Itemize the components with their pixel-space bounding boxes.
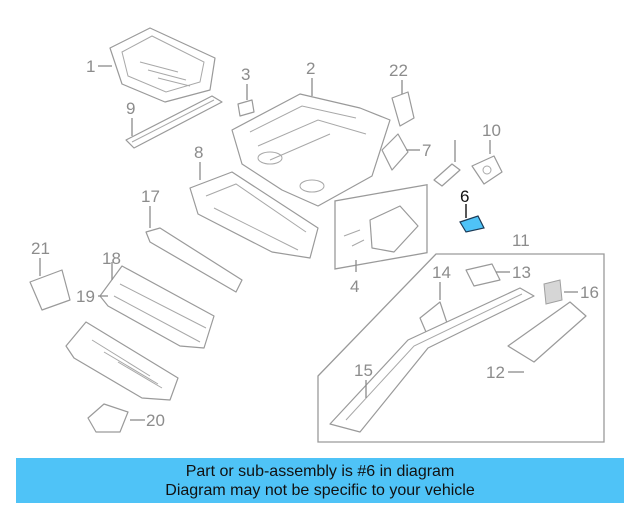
part-10-bracket[interactable] bbox=[471, 155, 503, 185]
info-banner: Part or sub-assembly is #6 in diagram Di… bbox=[16, 458, 624, 503]
callout-1[interactable]: 1 bbox=[86, 57, 95, 76]
part-5-bracket[interactable] bbox=[433, 163, 461, 187]
callout-11[interactable]: 11 bbox=[512, 231, 530, 250]
part-12-rail[interactable] bbox=[507, 301, 587, 363]
callout-15[interactable]: 15 bbox=[354, 361, 373, 380]
part-9-rail[interactable] bbox=[125, 95, 223, 149]
banner-line-2: Diagram may not be specific to your vehi… bbox=[165, 482, 475, 499]
part-4-bracket-assembly[interactable] bbox=[343, 205, 419, 253]
callout-16[interactable]: 16 bbox=[580, 283, 599, 302]
callout-20[interactable]: 20 bbox=[146, 411, 165, 430]
callout-19[interactable]: 19 bbox=[76, 287, 95, 306]
part-22-bracket[interactable] bbox=[391, 91, 415, 127]
box-4 bbox=[334, 183, 428, 270]
part-19-cross-member[interactable] bbox=[65, 321, 179, 401]
callout-8[interactable]: 8 bbox=[194, 143, 203, 162]
callout-22[interactable]: 22 bbox=[389, 61, 408, 80]
part-3-bracket[interactable] bbox=[237, 99, 255, 117]
exploded-parts-diagram: 1 9 3 2 22 7 10 bbox=[29, 27, 605, 443]
part-17-rail[interactable] bbox=[145, 227, 243, 293]
part-16-bracket[interactable] bbox=[543, 279, 563, 305]
callout-7[interactable]: 7 bbox=[422, 141, 431, 160]
callout-9[interactable]: 9 bbox=[126, 99, 135, 118]
callout-18[interactable]: 18 bbox=[102, 249, 121, 268]
callout-2[interactable]: 2 bbox=[306, 59, 315, 78]
callout-21[interactable]: 21 bbox=[31, 239, 50, 258]
part-1-spare-tire-tub[interactable] bbox=[109, 27, 216, 103]
part-7-bracket[interactable] bbox=[381, 133, 409, 171]
callout-3[interactable]: 3 bbox=[241, 65, 250, 84]
part-13-bracket[interactable] bbox=[465, 263, 501, 287]
part-8-rear-panel[interactable] bbox=[189, 171, 319, 259]
part-20-small-pan[interactable] bbox=[87, 403, 129, 433]
callout-4[interactable]: 4 bbox=[350, 277, 359, 296]
part-2-rear-floor-pan[interactable] bbox=[231, 93, 391, 207]
part-21-bracket[interactable] bbox=[29, 269, 71, 311]
callout-10[interactable]: 10 bbox=[482, 121, 501, 140]
callout-12[interactable]: 12 bbox=[486, 363, 505, 382]
part-15-rear-rail[interactable] bbox=[329, 287, 535, 433]
callout-17[interactable]: 17 bbox=[141, 187, 160, 206]
callout-14[interactable]: 14 bbox=[432, 263, 451, 282]
banner-line-1: Part or sub-assembly is #6 in diagram bbox=[185, 463, 455, 480]
callout-13[interactable]: 13 bbox=[512, 263, 531, 282]
box-11 bbox=[317, 253, 605, 443]
part-6-bracket-highlighted[interactable] bbox=[459, 215, 485, 233]
callout-6[interactable]: 6 bbox=[460, 187, 469, 206]
part-18-floor-panel[interactable] bbox=[99, 265, 215, 349]
